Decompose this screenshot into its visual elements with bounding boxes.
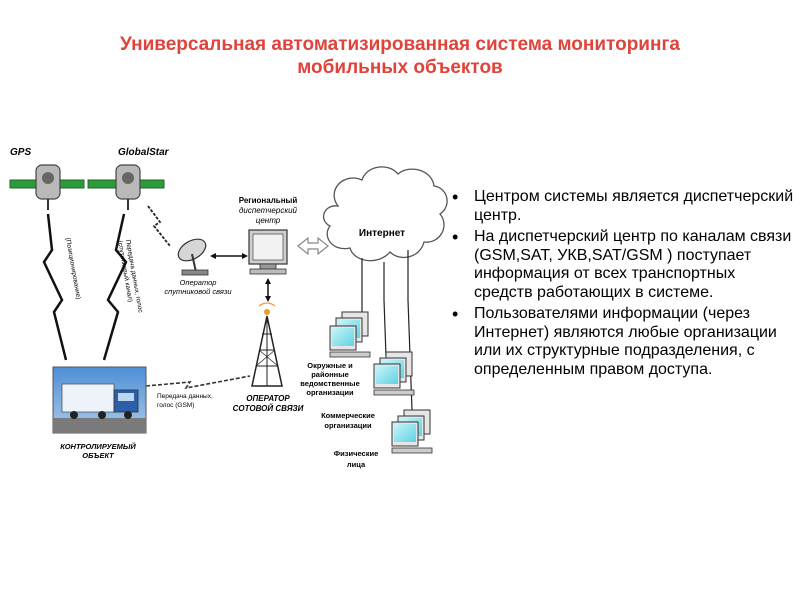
satellite-operator-label-1: Оператор: [180, 278, 217, 287]
globalstar-label: GlobalStar: [118, 147, 170, 158]
cell-operator-label-2: СОТОВОЙ СВЯЗИ: [233, 404, 304, 413]
data-voice-label-2: голос (GSM): [157, 402, 194, 409]
individuals-label-1: Физические: [334, 449, 378, 458]
gps-link-label: (Позиционирование): [64, 237, 82, 300]
gps-satellite-icon: [9, 164, 85, 210]
internet-cloud-icon: [322, 166, 448, 262]
controlled-object-label-2: ОБЪЕКТ: [82, 451, 115, 460]
gps-link-bolt: [42, 213, 68, 361]
individuals-label-2: лица: [347, 460, 366, 469]
commercial-computers-icon: [373, 351, 415, 396]
page-title-line-1: Универсальная автоматизированная система…: [120, 34, 680, 55]
commercial-label-2: организации: [324, 421, 372, 430]
internet-label: Интернет: [359, 228, 405, 239]
globalstar-link-bolt: [102, 213, 128, 361]
center-internet-arrow: [297, 236, 329, 256]
organizations-label-2: районные: [311, 370, 349, 379]
sat-dish-link-bolt: [147, 205, 171, 247]
cell-tower-icon: [251, 302, 283, 387]
organizations-computers-icon: [329, 311, 371, 358]
controlled-object-label-1: КОНТРОЛИРУЕМЫЙ: [60, 442, 136, 451]
bullet-item: Центром системы является диспетчерский ц…: [450, 188, 795, 225]
individuals-computers-icon: [391, 409, 433, 454]
truck-icon: [52, 366, 147, 434]
satellite-dish-icon: [177, 238, 209, 276]
bullet-item: На диспетчерский центр по каналам связи …: [450, 228, 795, 302]
satellite-operator-label-2: спутниковой связи: [164, 287, 232, 296]
data-voice-label-1: Передача данных,: [157, 393, 213, 400]
cell-operator-label-1: ОПЕРАТОР: [246, 394, 290, 403]
dispatch-center-computer-icon: [248, 229, 288, 275]
organizations-label-4: организации: [306, 388, 354, 397]
gps-label: GPS: [10, 147, 31, 158]
truck-tower-link-bolt: [145, 375, 251, 390]
commercial-label-1: Коммерческие: [321, 411, 375, 420]
page-title-line-2: мобильных объектов: [297, 57, 503, 78]
regional-center-label-3: центр: [256, 216, 281, 225]
organizations-label-3: ведомственные: [300, 379, 360, 388]
regional-center-label-1: Региональный: [239, 196, 298, 205]
bullet-item: Пользователями информации (через Интерне…: [450, 305, 795, 379]
bullet-list: Центром системы является диспетчерский ц…: [450, 188, 795, 382]
regional-center-label-2: диспетчерский: [239, 206, 298, 215]
globalstar-satellite-icon: [87, 164, 165, 210]
organizations-label-1: Окружные и: [307, 361, 353, 370]
